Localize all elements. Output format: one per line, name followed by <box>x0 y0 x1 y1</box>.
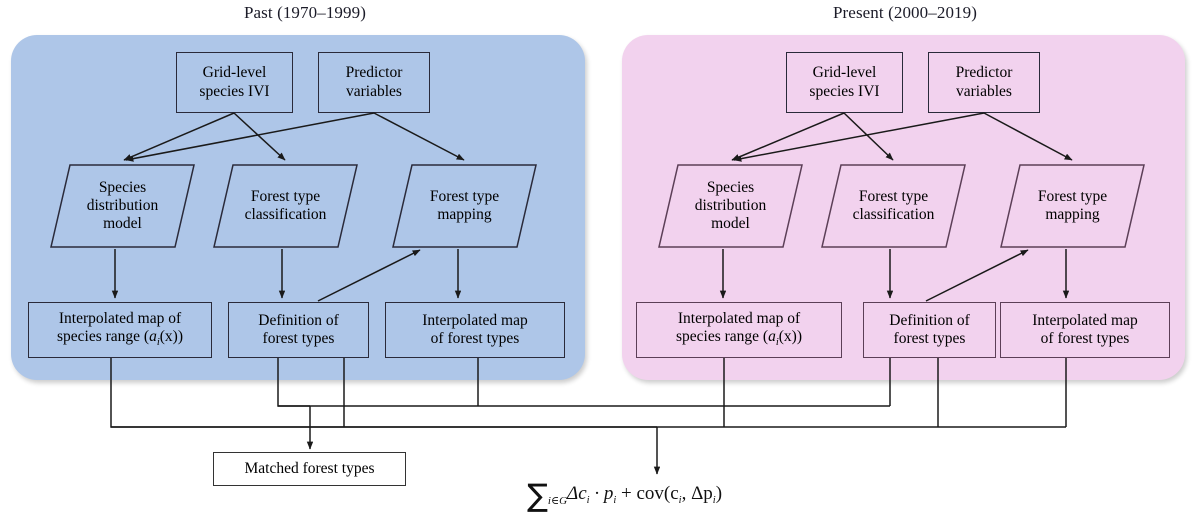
past-sdm-line1: Species <box>98 178 147 196</box>
present-deftypes-line1: Definition of <box>889 311 970 329</box>
present-forest-type-mapping-shape: Forest type mapping <box>1000 164 1145 248</box>
present-predictor-variables-box: Predictor variables <box>928 52 1040 113</box>
past-ftc-line2: classification <box>244 206 327 223</box>
past-interpolated-map-forest-types-box: Interpolated map of forest types <box>385 302 565 358</box>
parallelogram-outline <box>821 164 966 248</box>
formula-term-4-sub: i <box>712 495 716 506</box>
past-grid-ivi-line2: species IVI <box>199 82 270 100</box>
formula-term-5: ) <box>715 483 723 504</box>
present-predictor-line1: Predictor <box>955 64 1013 82</box>
arrow-past-ivi-to-ftc <box>233 112 286 161</box>
present-ftm-line2: mapping <box>1045 206 1100 223</box>
present-interpolated-map-forest-types-box: Interpolated map of forest types <box>1000 302 1170 358</box>
past-range-symbol-sub: i <box>156 337 160 349</box>
past-range-symbol-a: a <box>149 328 157 346</box>
past-predictor-variables-box: Predictor variables <box>318 52 430 113</box>
present-forest-type-classification-shape: Forest type classification <box>821 164 966 248</box>
present-predictor-line2: variables <box>956 82 1012 100</box>
formula-term-3-sub: i <box>678 495 682 506</box>
matched-forest-types-box: Matched forest types <box>213 452 406 486</box>
formula-term-2: · p <box>589 483 614 504</box>
present-range-line1: Interpolated map of <box>677 310 801 328</box>
present-sdm-line3: model <box>711 215 750 233</box>
panel-past <box>11 35 585 380</box>
panel-present <box>622 35 1185 380</box>
formula-term-4: , Δp <box>681 483 713 504</box>
parallelogram-outline <box>50 164 195 248</box>
past-deftypes-line2: forest types <box>262 330 335 347</box>
parallelogram-outline <box>213 164 358 248</box>
present-interp-ft-line2: of forest types <box>1040 330 1130 347</box>
past-definition-of-forest-types-box: Definition of forest types <box>228 302 369 358</box>
arrow-past-ivi-to-sdm <box>123 112 235 161</box>
formula-term-1: Δc <box>567 483 587 504</box>
present-sdm-line2: distribution <box>694 196 767 214</box>
arrow-present-ivi-to-ftc <box>843 112 894 161</box>
parallelogram-outline <box>392 164 537 248</box>
past-range-line2-post: (x)) <box>159 328 183 346</box>
panel-title-past: Past (1970–1999) <box>243 3 366 22</box>
past-ftm-line1: Forest type <box>429 187 500 205</box>
matched-forest-types-label: Matched forest types <box>244 459 375 477</box>
formula-term-3: + cov(c <box>616 483 679 504</box>
past-deftypes-line1: Definition of <box>258 311 339 329</box>
wire-past-deftypes-to-upper-rail <box>277 358 310 407</box>
present-range-symbol-sub: i <box>775 337 779 349</box>
arrow-past-deftypes-to-ftm <box>317 249 421 302</box>
present-ftc-line1: Forest type <box>858 187 929 205</box>
present-definition-of-forest-types-box: Definition of forest types <box>863 302 996 358</box>
past-predictor-line2: variables <box>346 82 402 100</box>
arrow-present-predictor-to-ftm <box>983 112 1073 161</box>
summation-formula: ∑i∈GΔci · pi + cov(ci, Δpi) <box>527 478 722 514</box>
present-species-distribution-model-shape: Species distribution model <box>658 164 803 248</box>
present-deftypes-line2: forest types <box>893 330 966 347</box>
past-interp-ft-line2: of forest types <box>430 330 520 347</box>
present-grid-ivi-line2: species IVI <box>809 82 880 100</box>
past-ftm-line2: mapping <box>437 206 492 223</box>
wire-past-range-to-rail <box>110 358 657 428</box>
panel-title-present: Present (2000–2019) <box>832 3 978 22</box>
past-species-distribution-model-shape: Species distribution model <box>50 164 195 248</box>
past-range-line1: Interpolated map of <box>58 310 182 328</box>
formula-term-2-sub: i <box>613 495 617 506</box>
past-interp-ft-line1: Interpolated map <box>422 311 528 329</box>
past-ftc-line1: Forest type <box>250 187 321 205</box>
arrow-present-deftypes-to-ftm <box>925 249 1029 302</box>
sigma-subscript: i∈G <box>547 495 568 507</box>
arrow-present-predictor-to-sdm <box>733 112 985 162</box>
past-forest-type-classification-shape: Forest type classification <box>213 164 358 248</box>
present-grid-ivi-line1: Grid-level <box>812 64 877 82</box>
past-sdm-line3: model <box>103 215 142 233</box>
present-ftm-line1: Forest type <box>1037 187 1108 205</box>
arrow-past-predictor-to-sdm <box>125 112 375 162</box>
past-predictor-line1: Predictor <box>345 64 403 82</box>
past-forest-type-mapping-shape: Forest type mapping <box>392 164 537 248</box>
arrow-present-ivi-to-sdm <box>731 112 845 161</box>
present-range-line2-post: (x)) <box>778 328 802 346</box>
formula-term-1-sub: i <box>586 495 590 506</box>
present-interpolated-species-range-box: Interpolated map of species range (ai(x)… <box>636 302 842 358</box>
present-ftc-line2: classification <box>852 206 935 223</box>
present-range-symbol-a: a <box>768 328 776 346</box>
arrow-past-predictor-to-ftm <box>373 112 465 161</box>
sigma-icon: ∑ <box>527 478 548 514</box>
past-range-line2-pre: species range ( <box>56 328 150 346</box>
present-sdm-line1: Species <box>706 178 755 196</box>
past-grid-ivi-line1: Grid-level <box>202 64 267 82</box>
present-interp-ft-line1: Interpolated map <box>1032 311 1138 329</box>
parallelogram-outline <box>1000 164 1145 248</box>
present-range-line2-pre: species range ( <box>675 328 769 346</box>
past-interpolated-species-range-box: Interpolated map of species range (ai(x)… <box>28 302 212 358</box>
parallelogram-outline <box>658 164 803 248</box>
past-sdm-line2: distribution <box>86 196 159 214</box>
